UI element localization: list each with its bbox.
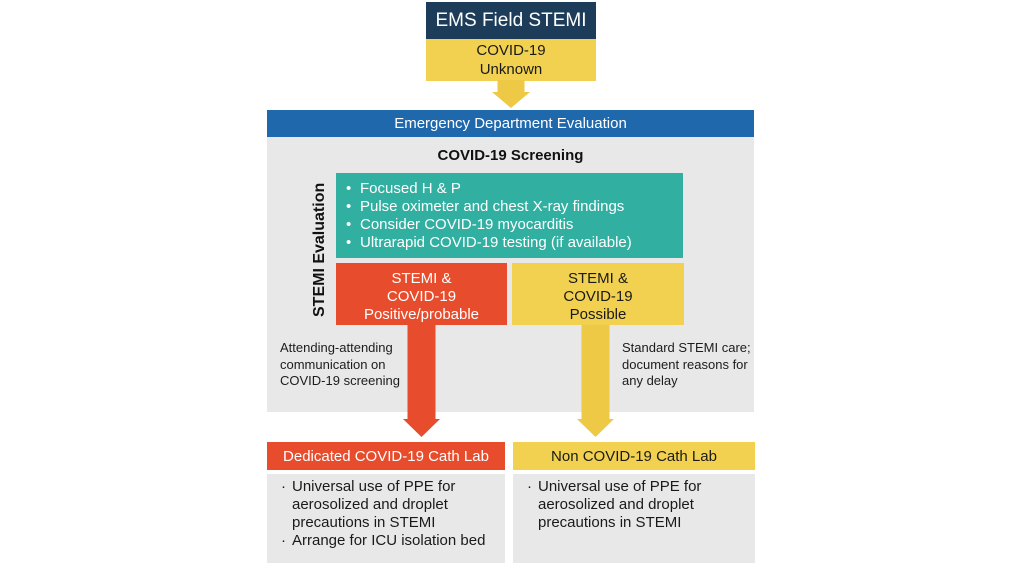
- positive-box-line: STEMI &: [391, 270, 452, 287]
- positive-box-line: Positive/probable: [363, 306, 480, 323]
- dedicated-cath-lab-title: Dedicated COVID-19 Cath Lab: [283, 447, 489, 465]
- bullet-icon: •: [346, 197, 352, 215]
- list-item: · Universal use of PPE for aerosolized a…: [525, 478, 751, 532]
- right-annotation: Standard STEMI care; document reasons fo…: [622, 340, 752, 390]
- dedicated-cath-lab-list: · Universal use of PPE for aerosolized a…: [267, 474, 505, 563]
- stemi-evaluation-side-label: STEMI Evaluation: [311, 182, 328, 317]
- bullet-icon: •: [346, 215, 352, 233]
- down-arrow-top: [492, 80, 530, 108]
- list-item: · Arrange for ICU isolation bed: [279, 532, 501, 550]
- dot-bullet-icon: ·: [281, 478, 286, 495]
- checklist-item: • Consider COVID-19 myocarditis: [345, 216, 683, 234]
- covid-unknown-box: COVID-19 Unknown: [426, 39, 596, 81]
- dedicated-cath-lab-header: Dedicated COVID-19 Cath Lab: [267, 442, 505, 470]
- dot-bullet-icon: ·: [527, 478, 532, 495]
- ems-field-stemi-label: EMS Field STEMI: [435, 9, 587, 31]
- right-annotation-line: any delay: [622, 373, 678, 388]
- covid-unknown-line2: Unknown: [479, 61, 543, 78]
- screening-checklist-box: • Focused H & P • Pulse oximeter and che…: [336, 173, 683, 258]
- bullet-icon: •: [346, 233, 352, 251]
- checklist-item: • Pulse oximeter and chest X-ray finding…: [345, 198, 683, 216]
- left-annotation: Attending-attending communication on COV…: [280, 340, 410, 390]
- list-item: · Universal use of PPE for aerosolized a…: [279, 478, 501, 532]
- left-annotation-line: COVID-19 screening: [280, 373, 400, 388]
- possible-box-line: STEMI &: [567, 270, 628, 287]
- checklist-item: • Ultrarapid COVID-19 testing (if availa…: [345, 234, 683, 252]
- covid-unknown-line1: COVID-19: [476, 42, 546, 59]
- down-arrow-possible: [577, 325, 614, 437]
- ems-field-stemi-box: EMS Field STEMI: [426, 2, 596, 39]
- ed-evaluation-label: Emergency Department Evaluation: [394, 115, 627, 132]
- stemi-covid-possible-box: STEMI & COVID-19 Possible: [512, 263, 684, 325]
- checklist-item-text: Consider COVID-19 myocarditis: [360, 215, 574, 233]
- ed-evaluation-bar: Emergency Department Evaluation: [267, 110, 754, 137]
- possible-box-line: Possible: [569, 306, 627, 323]
- down-arrow-positive: [403, 325, 440, 437]
- left-annotation-line: communication on: [280, 356, 386, 372]
- list-item-text: Arrange for ICU isolation bed: [292, 532, 486, 549]
- checklist-item-text: Focused H & P: [360, 179, 461, 197]
- non-covid-cath-lab-header: Non COVID-19 Cath Lab: [513, 442, 755, 470]
- list-item-text: Universal use of PPE for aerosolized and…: [538, 478, 702, 531]
- list-item-text: Universal use of PPE for aerosolized and…: [292, 478, 456, 531]
- checklist-item: • Focused H & P: [345, 180, 683, 198]
- checklist-item-text: Ultrarapid COVID-19 testing (if availabl…: [360, 233, 632, 251]
- possible-box-line: COVID-19: [563, 288, 633, 305]
- covid-screening-title: COVID-19 Screening: [437, 147, 584, 164]
- dot-bullet-icon: ·: [281, 532, 286, 549]
- positive-box-line: COVID-19: [386, 288, 457, 305]
- bullet-icon: •: [346, 179, 352, 197]
- left-annotation-line: Attending-attending: [280, 340, 393, 355]
- right-annotation-line: document reasons for: [622, 356, 748, 372]
- non-covid-cath-lab-title: Non COVID-19 Cath Lab: [551, 447, 717, 465]
- non-covid-cath-lab-list: · Universal use of PPE for aerosolized a…: [513, 474, 755, 563]
- stemi-covid-positive-box: STEMI & COVID-19 Positive/probable: [336, 263, 507, 325]
- checklist-item-text: Pulse oximeter and chest X-ray findings: [360, 197, 625, 215]
- right-annotation-line: Standard STEMI care;: [622, 340, 751, 355]
